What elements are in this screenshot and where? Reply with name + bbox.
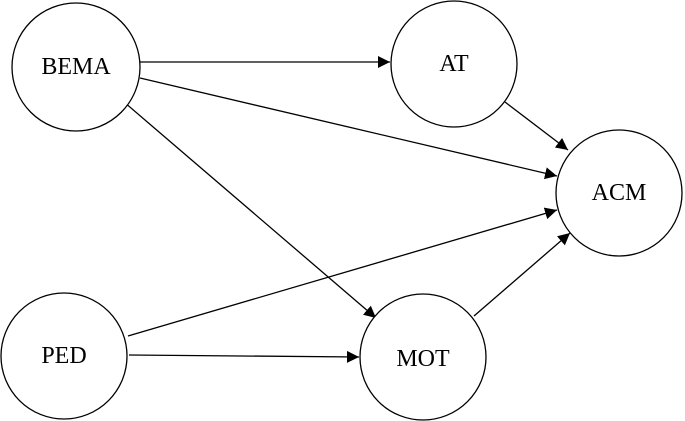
node-acm-circle xyxy=(555,129,683,257)
node-mot-circle xyxy=(359,293,487,421)
edge-ped-to-acm xyxy=(127,207,558,337)
node-acm-label: ACM xyxy=(592,180,647,206)
node-at-circle xyxy=(390,0,518,128)
node-bema-label: BEMA xyxy=(41,54,111,80)
edge-ped-to-mot xyxy=(128,350,360,363)
node-acm: ACM xyxy=(555,129,683,257)
node-at: AT xyxy=(390,0,518,128)
node-at-label: AT xyxy=(439,51,469,77)
node-mot-label: MOT xyxy=(396,346,450,372)
node-bema-circle xyxy=(11,2,141,132)
edge-bema-to-mot xyxy=(123,101,377,319)
edge-mot-to-acm xyxy=(473,232,571,317)
edge-at-to-acm xyxy=(504,101,569,151)
node-ped: PED xyxy=(0,292,128,420)
node-bema: BEMA xyxy=(11,2,141,132)
edge-bema-to-acm xyxy=(139,77,558,180)
node-mot: MOT xyxy=(359,293,487,421)
node-ped-label: PED xyxy=(41,343,86,369)
node-ped-circle xyxy=(0,292,128,420)
